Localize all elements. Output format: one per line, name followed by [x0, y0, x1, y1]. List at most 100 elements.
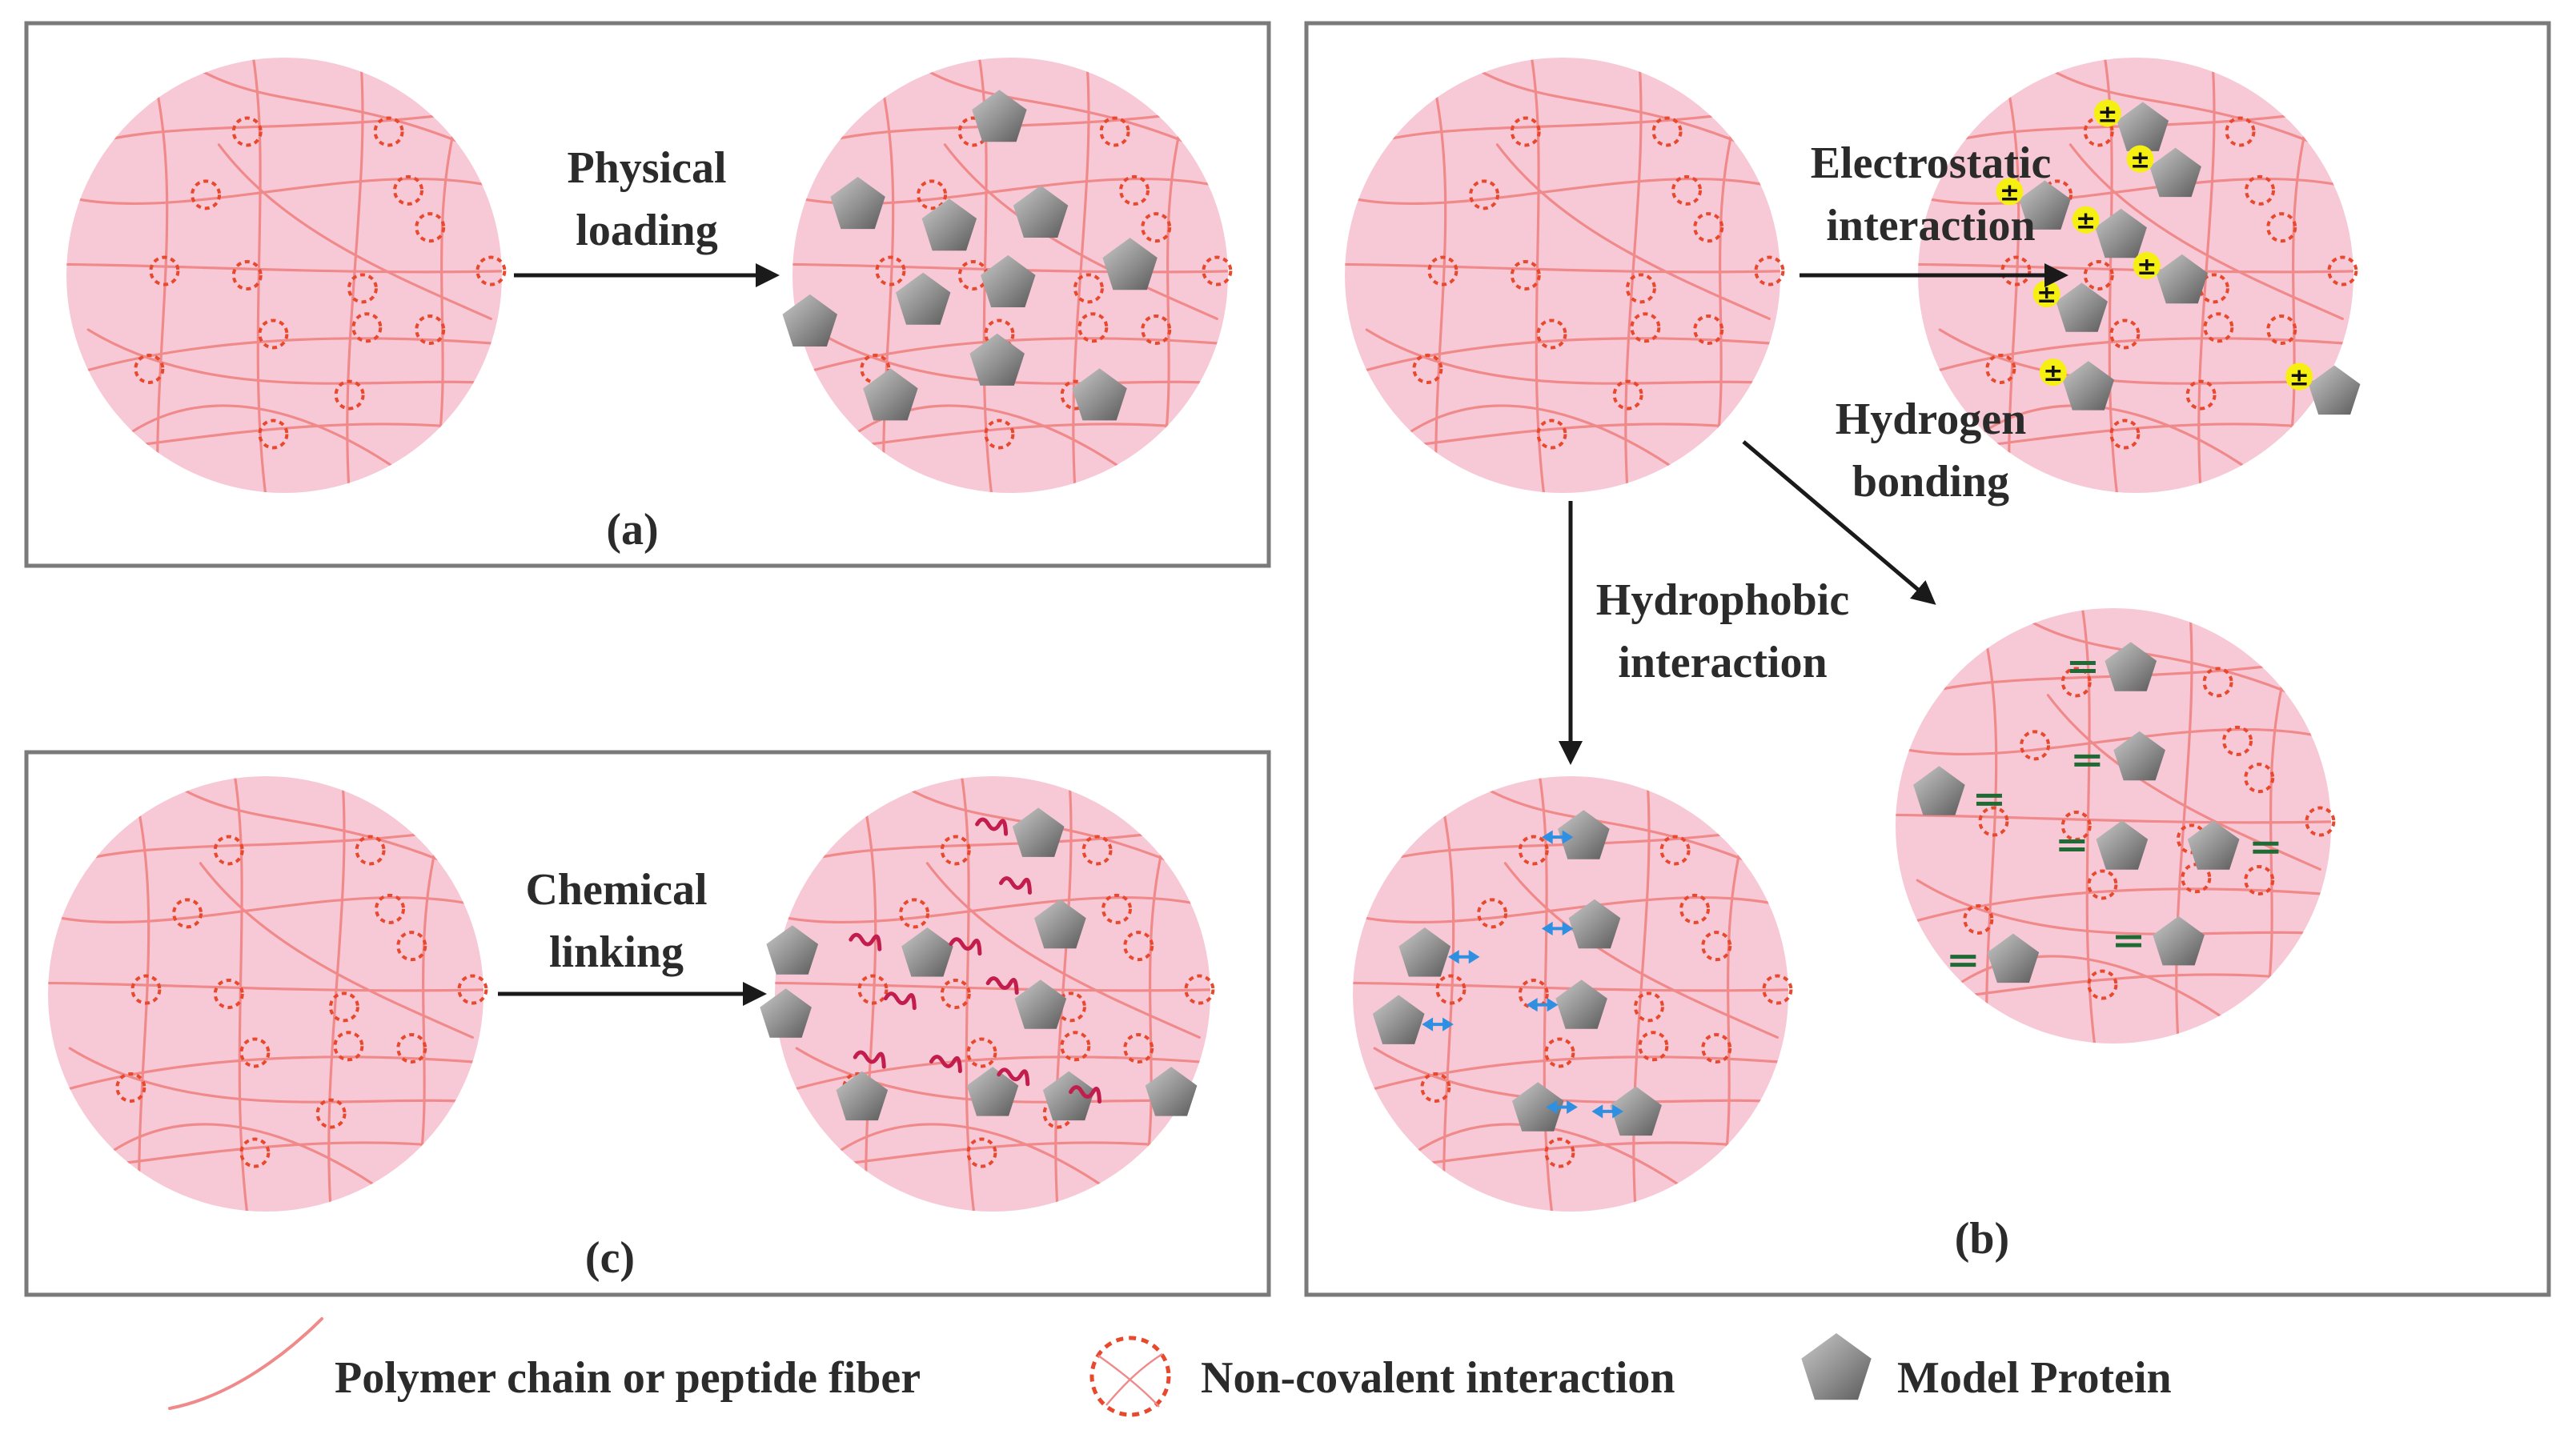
hydrophobic-arrowhead [1612, 1104, 1624, 1119]
polymer-fiber [217, 143, 492, 320]
noncovalent-crosslink [2083, 260, 2114, 290]
charge-symbol: ± [2289, 364, 2309, 392]
panel-c-frame [24, 750, 1271, 1297]
hydrophobic-arrowhead [1541, 921, 1553, 936]
noncovalent-crosslink [2109, 318, 2141, 350]
polymer-fiber [1072, 58, 1090, 493]
model-protein [2156, 254, 2209, 304]
polymer-fiber [1536, 776, 1555, 1212]
polymer-fiber [1362, 895, 1788, 924]
model-protein [981, 254, 1036, 307]
noncovalent-crosslink [1544, 1137, 1575, 1168]
polymer-fiber [1632, 776, 1651, 1212]
noncovalent-crosslink [457, 974, 488, 1005]
gel-a-loaded [782, 58, 1233, 493]
label-chemical: Chemical [525, 865, 707, 915]
chemical-link [985, 976, 1019, 995]
polymer-fiber [1503, 862, 1779, 1039]
model-protein [1398, 927, 1451, 977]
polymer-fiber [943, 143, 1218, 320]
noncovalent-crosslink [1762, 974, 1793, 1005]
charge-marker [2285, 363, 2313, 391]
legend-protein-icon [1801, 1333, 1872, 1400]
charge-marker [2072, 206, 2100, 234]
noncovalent-crosslink [393, 174, 424, 206]
polymer-fiber [129, 776, 150, 1212]
model-protein [969, 333, 1025, 386]
polymer-fiber [76, 177, 502, 206]
noncovalent-crosslink [375, 893, 406, 924]
charge-marker [2126, 145, 2154, 173]
polymer-fiber [2047, 67, 2344, 157]
noncovalent-crosslink [333, 1031, 364, 1062]
noncovalent-crosslink [857, 974, 889, 1005]
noncovalent-crosslink [940, 979, 971, 1009]
noncovalent-crosslink [1612, 379, 1643, 411]
label-physical: Physical [567, 143, 726, 193]
noncovalent-crosslink [2225, 116, 2256, 147]
model-protein [2062, 361, 2115, 411]
polymer-fiber [1905, 727, 2331, 756]
polymer-fiber [2175, 608, 2193, 1043]
panel-c-label: (c) [585, 1233, 635, 1283]
model-protein [782, 294, 837, 346]
polymer-fiber [147, 58, 169, 493]
hydrophobic-arrowhead [1567, 1100, 1578, 1115]
polymer-fiber [1373, 1047, 1788, 1104]
model-protein [1913, 766, 1965, 815]
polymer-fiber [1365, 328, 1780, 386]
noncovalent-crosslink [231, 116, 263, 147]
model-protein [2308, 365, 2361, 415]
model-protein [2187, 820, 2240, 870]
charge-marker [2093, 99, 2121, 127]
model-protein [2095, 208, 2147, 258]
polymer-fiber [195, 67, 492, 157]
polymer-fiber [2079, 608, 2097, 1043]
noncovalent-crosslink [2198, 273, 2229, 304]
polymer-fiber [1426, 58, 1447, 493]
polymer-fiber [68, 1047, 484, 1104]
polymer-fiber [784, 895, 1210, 924]
model-protein [1145, 1067, 1198, 1116]
model-protein [901, 927, 953, 977]
hydrophobic-arrowhead [1526, 997, 1538, 1012]
model-protein [2117, 102, 2169, 151]
charge-marker [2039, 359, 2067, 387]
polymer-fiber [58, 895, 484, 924]
polymer-fiber [1713, 110, 1739, 462]
model-protein [1987, 933, 2040, 983]
noncovalent-crosslink [2185, 379, 2217, 411]
hydrophobic-arrowhead [1442, 1017, 1454, 1031]
chemical-link [929, 1055, 962, 1073]
noncovalent-crosslink [1985, 353, 2016, 384]
label-loading: loading [576, 206, 717, 255]
polymer-fiber [2068, 143, 2344, 320]
hydrophobic-arrowhead [1447, 950, 1459, 964]
noncovalent-crosslink [258, 318, 289, 350]
label-hydrogen: Hydrogen [1836, 395, 2027, 444]
panel-b-label: (b) [1955, 1214, 2009, 1264]
model-protein [1012, 807, 1065, 857]
polymer-fiber [1528, 58, 1547, 493]
model-protein [1102, 238, 1158, 290]
model-protein [972, 90, 1027, 142]
gel-c-empty [48, 776, 488, 1212]
model-protein [830, 177, 885, 230]
charge-symbol: ± [2137, 253, 2157, 281]
noncovalent-crosslink [258, 419, 289, 450]
noncovalent-crosslink [2203, 312, 2234, 343]
noncovalent-crosslink [1141, 212, 1172, 243]
charge-symbol: ± [2000, 178, 2020, 206]
noncovalent-crosslink [1510, 260, 1541, 290]
chemical-link [997, 1067, 1030, 1087]
noncovalent-crosslink [191, 179, 222, 210]
legend-protein-label: Model Protein [1897, 1353, 2172, 1403]
model-protein [2149, 147, 2201, 198]
noncovalent-crosslink [1412, 353, 1443, 384]
noncovalent-crosslink [130, 974, 162, 1005]
noncovalent-crosslink [1060, 1031, 1091, 1062]
chemical-link [998, 875, 1032, 895]
chemical-link [853, 1050, 886, 1069]
hydrophobic-arrowhead [1546, 1100, 1558, 1115]
